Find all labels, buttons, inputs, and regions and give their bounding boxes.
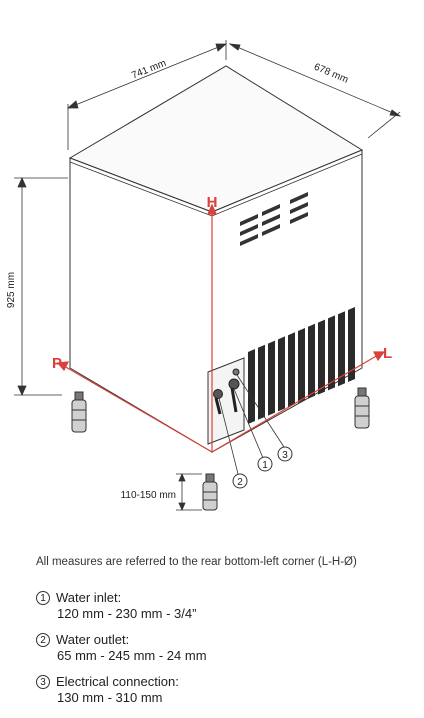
grille-slat: [268, 340, 275, 416]
grille-slat: [298, 328, 305, 403]
ice-machine-diagram: 2 1 3 H L P: [6, 40, 402, 512]
grille-slat: [308, 323, 315, 399]
l-axis-arrow: [373, 351, 386, 362]
top-vents: [240, 192, 308, 246]
grille-slat: [328, 315, 335, 391]
spec-water-inlet: 1 Water inlet: 120 mm - 230 mm - 3/4”: [36, 590, 196, 622]
h-axis-arrow: [207, 203, 217, 215]
spec-number: 2: [36, 633, 50, 647]
grille-slat: [258, 344, 265, 420]
axis-label-p: P: [52, 355, 62, 372]
foot-left: [71, 391, 87, 433]
axis-label-l: L: [383, 345, 392, 362]
callout-2: 2: [232, 473, 248, 489]
electrical-connector: [232, 368, 240, 376]
p-axis-line: [63, 365, 213, 453]
water-outlet-connector: [213, 389, 223, 399]
front-grille: [248, 307, 355, 424]
dim-feet-label: 110-150 mm: [121, 490, 176, 501]
spec-values: 130 mm - 310 mm: [57, 690, 163, 705]
grille-slat: [248, 349, 255, 424]
spec-electrical-connection: 3 Electrical connection: 130 mm - 310 mm: [36, 674, 179, 706]
spec-label: Water outlet:: [56, 632, 130, 647]
p-axis-arrow: [56, 361, 70, 372]
callout-3-label: 3: [282, 450, 288, 461]
water-inlet-connector: [228, 378, 240, 390]
spec-number: 3: [36, 675, 50, 689]
grille-slat: [338, 311, 345, 387]
callout-1-label: 1: [262, 460, 268, 471]
spec-water-outlet: 2 Water outlet: 65 mm - 245 mm - 24 mm: [36, 632, 207, 664]
foot-right: [354, 387, 370, 429]
callout-2-label: 2: [237, 477, 243, 488]
grille-slat: [348, 307, 355, 382]
spec-values: 65 mm - 245 mm - 24 mm: [57, 648, 207, 663]
grille-slat: [288, 332, 295, 408]
reference-note: All measures are referred to the rear bo…: [36, 556, 357, 568]
axis-label-h: H: [207, 194, 218, 211]
foot-front: [202, 473, 218, 511]
spec-number: 1: [36, 591, 50, 605]
callout-1: 1: [257, 456, 273, 472]
spec-label: Electrical connection:: [56, 674, 179, 689]
spec-label: Water inlet:: [56, 590, 122, 605]
feet: [71, 387, 370, 511]
grille-slat: [318, 319, 325, 395]
grille-slat: [278, 336, 285, 412]
dim-height-label: 925 mm: [6, 272, 17, 308]
l-axis-line: [211, 354, 379, 453]
callout-3: 3: [277, 446, 293, 462]
dim-depth-label: 678 mm: [312, 62, 350, 86]
spec-values: 120 mm - 230 mm - 3/4”: [57, 606, 197, 621]
dim-width-label: 741 mm: [130, 58, 168, 82]
